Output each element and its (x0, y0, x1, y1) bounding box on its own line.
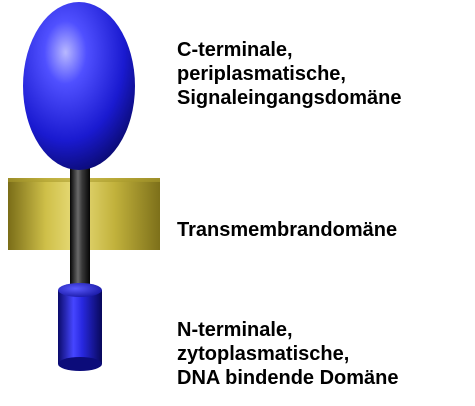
transmembrane-stalk (70, 150, 90, 290)
n-terminal-label-line-2: zytoplasmatische, (177, 343, 350, 365)
n-terminal-label-line-1: N-terminale, (177, 319, 293, 341)
c-terminal-label-line-1: C-terminale, (177, 39, 293, 61)
n-terminal-domain-label: N-terminale, zytoplasmatische, DNA binde… (177, 318, 399, 390)
c-terminal-label-line-2: periplasmatische, (177, 63, 346, 85)
n-terminal-domain-shape (58, 283, 102, 371)
transmembrane-domain-label: Transmembrandomäne (177, 218, 397, 242)
c-terminal-domain-label: C-terminale, periplasmatische, Signalein… (177, 38, 401, 110)
c-terminal-domain-shape (23, 2, 135, 170)
n-terminal-label-line-3: DNA bindende Domäne (177, 367, 399, 389)
c-terminal-label-line-3: Signaleingangsdomäne (177, 87, 402, 109)
transmembrane-label-line-1: Transmembrandomäne (177, 219, 398, 241)
